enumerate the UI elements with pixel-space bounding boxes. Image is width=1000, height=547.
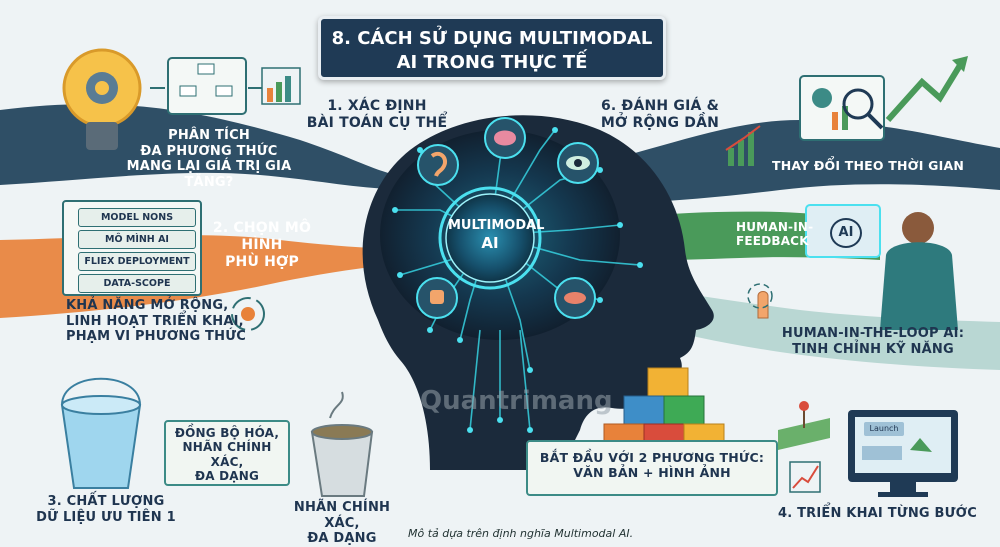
- ai-screen-label: AI: [830, 218, 862, 248]
- title-line2: AI TRONG THỰC TẾ: [396, 52, 588, 74]
- title-line1: 8. CÁCH SỬ DỤNG MULTIMODAL: [331, 28, 653, 49]
- brain-icon: [484, 117, 526, 159]
- center-label: MULTIMODAL AI: [448, 218, 545, 253]
- step1-question: PHÂN TÍCH ĐA PHƯƠNG THỨC MANG LẠI GIÁ TR…: [126, 128, 292, 190]
- eye-icon: [557, 142, 599, 184]
- hand-icon: [416, 277, 458, 319]
- report-magnifier-icon: [799, 75, 885, 141]
- gear-refresh-icon: [231, 297, 265, 331]
- step2-notes: KHẢ NĂNG MỞ RỘNG, LINH HOẠT TRIỂN KHAI, …: [66, 298, 247, 345]
- model-item: MÔ MÌNH AI: [78, 230, 196, 249]
- caption: Mô tả dựa trên định nghĩa Multimodal AI.: [408, 527, 634, 540]
- watermark: Quantrimang: [420, 386, 613, 416]
- hand-click-icon: [747, 283, 773, 319]
- core-ring-outer: [438, 186, 542, 290]
- model-item: FLIEX DEPLOYMENT: [78, 252, 196, 271]
- band-step6: [560, 120, 1000, 205]
- hitl-label: HUMAN-IN-THE-LOOP AI:TINH CHỈNH KỸ NĂNG: [781, 326, 965, 357]
- feedback-label: HUMAN-IN-FEEDBACK: [736, 220, 814, 249]
- step3-bucket-label: NHÃN CHÍNH XÁC,ĐA DẠNG: [293, 500, 391, 547]
- model-item: MODEL NONS: [78, 208, 196, 227]
- clean-bucket-icon: [60, 377, 142, 489]
- person-icon: [880, 212, 958, 330]
- center-line2: AI: [481, 234, 499, 253]
- map-pin-icon: [778, 401, 830, 450]
- mouth-icon: [554, 277, 596, 319]
- step6-chart-icon: [725, 125, 761, 166]
- model-list: MODEL NONS MÔ MÌNH AI FLIEX DEPLOYMENT D…: [62, 200, 202, 296]
- step6-note: THAY ĐỔI THEO THỜI GIAN: [772, 158, 965, 173]
- trend-arrow-icon: [885, 60, 965, 123]
- step4-heading: 4. TRIỂN KHAI TỪNG BƯỚC: [778, 506, 977, 521]
- step6-heading: 6. ĐÁNH GIÁ &MỞ RỘNG DẦN: [600, 98, 720, 131]
- launch-button: Launch: [864, 422, 904, 436]
- title-box: 8. CÁCH SỬ DỤNG MULTIMODAL AI TRONG THỰC…: [318, 16, 666, 80]
- growth-chart-icon: [789, 461, 821, 493]
- step4-box-text: BẮT ĐẦU VỚI 2 PHƯƠNG THỨC:VĂN BẢN + HÌNH…: [539, 450, 765, 480]
- dirty-bucket-icon: [310, 391, 374, 497]
- step3-box-text: ĐỒNG BỘ HÓA, NHÃN CHÍNH XÁC, ĐA DẠNG: [174, 426, 280, 484]
- monitor-icon: [848, 410, 958, 497]
- center-line1: MULTIMODAL: [448, 218, 545, 233]
- step3-box: [164, 420, 290, 486]
- core-circle: [445, 193, 535, 283]
- lightbulb-icon: [62, 48, 142, 150]
- bar-chart-icon: [261, 67, 301, 105]
- flowchart-icon: [167, 57, 247, 115]
- ear-icon: [417, 144, 459, 186]
- model-item: DATA-SCOPE: [78, 274, 196, 293]
- step4-box: [526, 440, 778, 496]
